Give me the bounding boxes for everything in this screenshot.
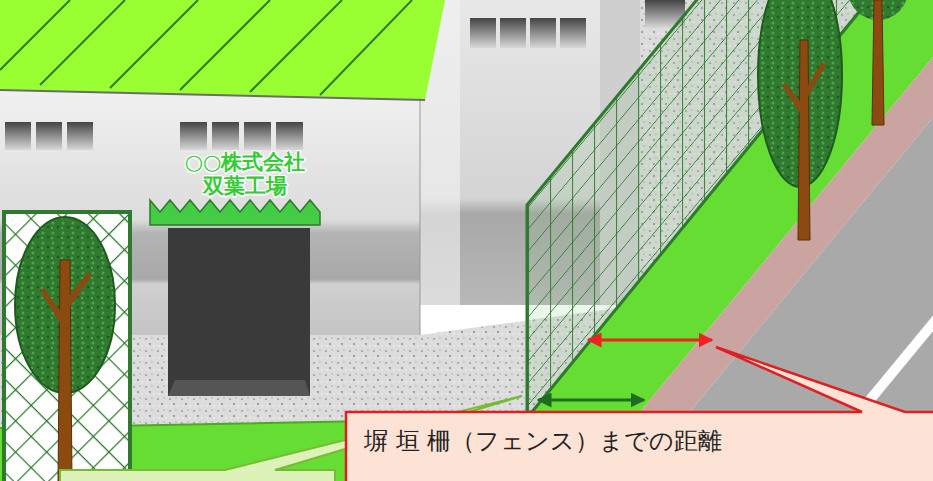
distance-arrow — [588, 339, 712, 342]
callout-box: 塀 垣 柵（フェンス）までの距離 — [346, 412, 743, 470]
company-sign: ○○株式会社双葉工場 — [160, 150, 330, 198]
callout-shape — [346, 347, 933, 481]
tree — [758, 0, 908, 240]
lattice-panel — [4, 212, 130, 481]
callout-text: 塀 垣 柵（フェンス）までの距離 — [364, 426, 725, 456]
tree — [15, 217, 115, 481]
sign-label: 双葉工場 — [160, 174, 330, 198]
sign-label: ○○株式会社 — [160, 150, 330, 174]
distance-arrow — [538, 399, 644, 402]
